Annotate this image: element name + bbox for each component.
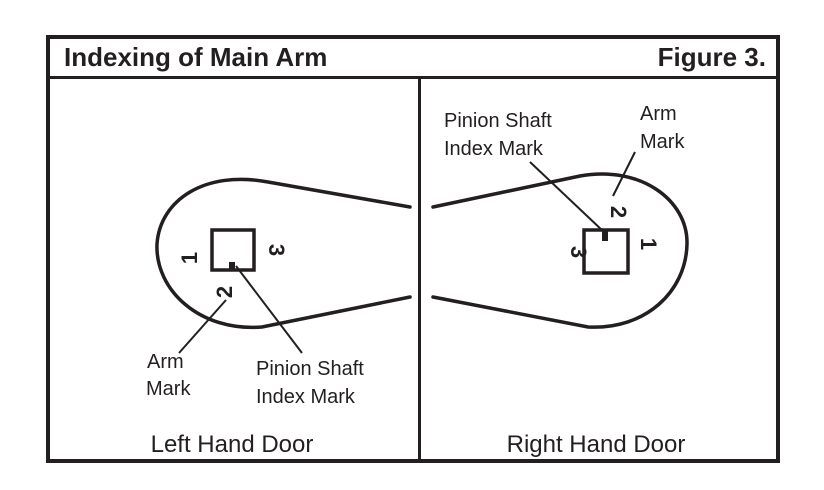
right-arm-mark-leader-line [612,151,636,197]
right-arm-mark-label-line2: Mark [640,131,685,153]
left-arm-mark-leader-line [178,299,227,354]
right-pinion-label-line1: Pinion Shaft [444,110,552,132]
left-pinion-leader-line [235,265,303,354]
figure-frame: Indexing of Main Arm Figure 3. [46,35,780,463]
left-pinion-label-line2: Index Mark [256,386,356,408]
left-pinion-index-mark [229,262,235,271]
left-panel-caption: Left Hand Door [151,431,314,458]
left-index-number-2: 2 [212,286,237,298]
figure-number: Figure 3. [657,42,766,72]
right-arm-mark-label-line1: Arm [640,103,677,125]
right-arm-outline [431,172,689,329]
right-index-number-2: 2 [606,206,631,218]
right-pinion-index-mark [602,229,608,241]
left-arm-outline [155,177,412,330]
right-index-number-3: 3 [566,246,591,258]
right-pinion-leader-line [529,161,605,233]
right-index-number-1: 1 [636,238,661,250]
left-arm-mark-label-line2: Mark [146,378,191,400]
right-pinion-label-line2: Index Mark [444,138,544,160]
right-arm-edge [431,172,689,329]
left-index-number-1: 1 [177,252,202,264]
left-index-number-3: 3 [264,244,289,256]
figure-title: Indexing of Main Arm [64,42,328,72]
figure-header: Indexing of Main Arm Figure 3. [50,39,776,79]
left-pinion-label-line1: Pinion Shaft [256,358,364,380]
left-arm-upper-edge [155,177,412,330]
left-arm-mark-label-line1: Arm [147,351,184,373]
right-panel-caption: Right Hand Door [507,431,686,458]
panel-divider [418,76,421,463]
